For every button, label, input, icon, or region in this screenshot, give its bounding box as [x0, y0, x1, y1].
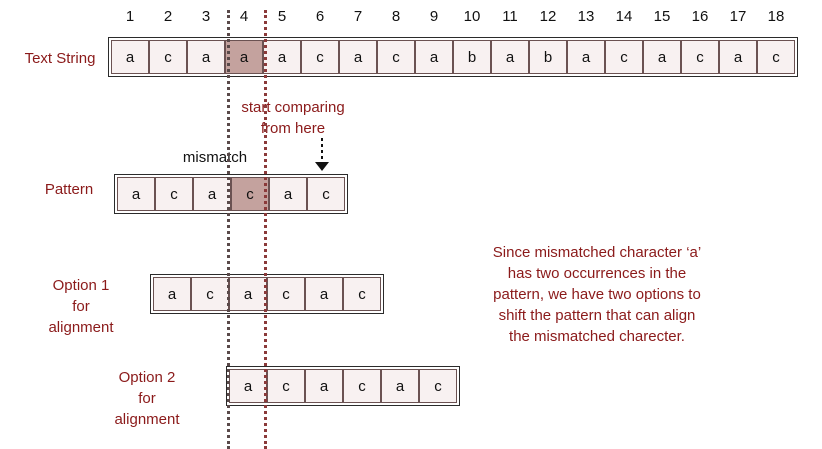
option2-cell: a: [381, 369, 419, 403]
column-index: 18: [767, 8, 785, 25]
column-index: 14: [615, 8, 633, 25]
column-index: 8: [391, 8, 401, 25]
column-index: 15: [653, 8, 671, 25]
alignment-line-left: [227, 10, 230, 449]
explanation-line-1: Since mismatched character ‘a’: [492, 244, 702, 261]
text-string-cell: a: [339, 40, 377, 74]
text-string-cell: c: [757, 40, 795, 74]
column-index: 1: [125, 8, 135, 25]
option2-label-line3: alignment: [114, 411, 180, 428]
column-index: 11: [502, 8, 518, 25]
pattern-label: Pattern: [44, 181, 94, 198]
column-index: 16: [691, 8, 709, 25]
column-index: 4: [239, 8, 249, 25]
text-string-cell: a: [225, 40, 263, 74]
text-string-cell: a: [719, 40, 757, 74]
option1-cell: a: [305, 277, 343, 311]
text-string-cell: c: [377, 40, 415, 74]
text-string-cell: a: [567, 40, 605, 74]
text-string-cell: c: [681, 40, 719, 74]
text-string-cell: a: [263, 40, 301, 74]
explanation-line-5: the mismatched charecter.: [509, 328, 685, 345]
pattern-cell: a: [193, 177, 231, 211]
start-note-line1: start comparing: [241, 99, 345, 116]
column-index: 9: [429, 8, 439, 25]
option2-cell: c: [267, 369, 305, 403]
option2-cell: a: [229, 369, 267, 403]
explanation-line-4: shift the pattern that can align: [498, 307, 696, 324]
column-index: 12: [539, 8, 557, 25]
text-string-cell: c: [301, 40, 339, 74]
alignment-line-right: [264, 10, 267, 449]
option1-cell: a: [229, 277, 267, 311]
mismatch-label: mismatch: [182, 149, 248, 166]
option1-cell: c: [191, 277, 229, 311]
option2-cell: c: [419, 369, 457, 403]
text-string-cell: c: [605, 40, 643, 74]
option1-label-line3: alignment: [48, 319, 114, 336]
column-index: 13: [577, 8, 595, 25]
option2-cell: a: [305, 369, 343, 403]
option2-cell: c: [343, 369, 381, 403]
option1-cell: c: [343, 277, 381, 311]
start-note-line2: from here: [260, 120, 326, 137]
option1-label-line1: Option 1: [52, 277, 110, 294]
explanation-line-2: has two occurrences in the: [507, 265, 687, 282]
text-string-cell: a: [415, 40, 453, 74]
pattern-cell: a: [269, 177, 307, 211]
column-index: 17: [729, 8, 747, 25]
column-index: 5: [277, 8, 287, 25]
option2-label-line1: Option 2: [118, 369, 176, 386]
text-string-cell: a: [187, 40, 225, 74]
text-string-cell: b: [529, 40, 567, 74]
option1-label-line2: for: [72, 298, 90, 315]
column-index: 7: [353, 8, 363, 25]
pattern-cell: a: [117, 177, 155, 211]
column-index: 3: [201, 8, 211, 25]
text-string-label: Text String: [24, 50, 96, 67]
pattern-cell: c: [231, 177, 269, 211]
column-index: 6: [315, 8, 325, 25]
pattern-cell: c: [307, 177, 345, 211]
option1-cell: c: [267, 277, 305, 311]
text-string-cell: a: [111, 40, 149, 74]
option1-cell: a: [153, 277, 191, 311]
text-string-cell: b: [453, 40, 491, 74]
pattern-cell: c: [155, 177, 193, 211]
column-index: 10: [463, 8, 481, 25]
text-string-cell: a: [643, 40, 681, 74]
option2-label-line2: for: [138, 390, 156, 407]
column-index: 2: [163, 8, 173, 25]
explanation-line-3: pattern, we have two options to: [493, 286, 701, 303]
text-string-cell: a: [491, 40, 529, 74]
text-string-cell: c: [149, 40, 187, 74]
down-arrow-icon: [315, 138, 329, 171]
